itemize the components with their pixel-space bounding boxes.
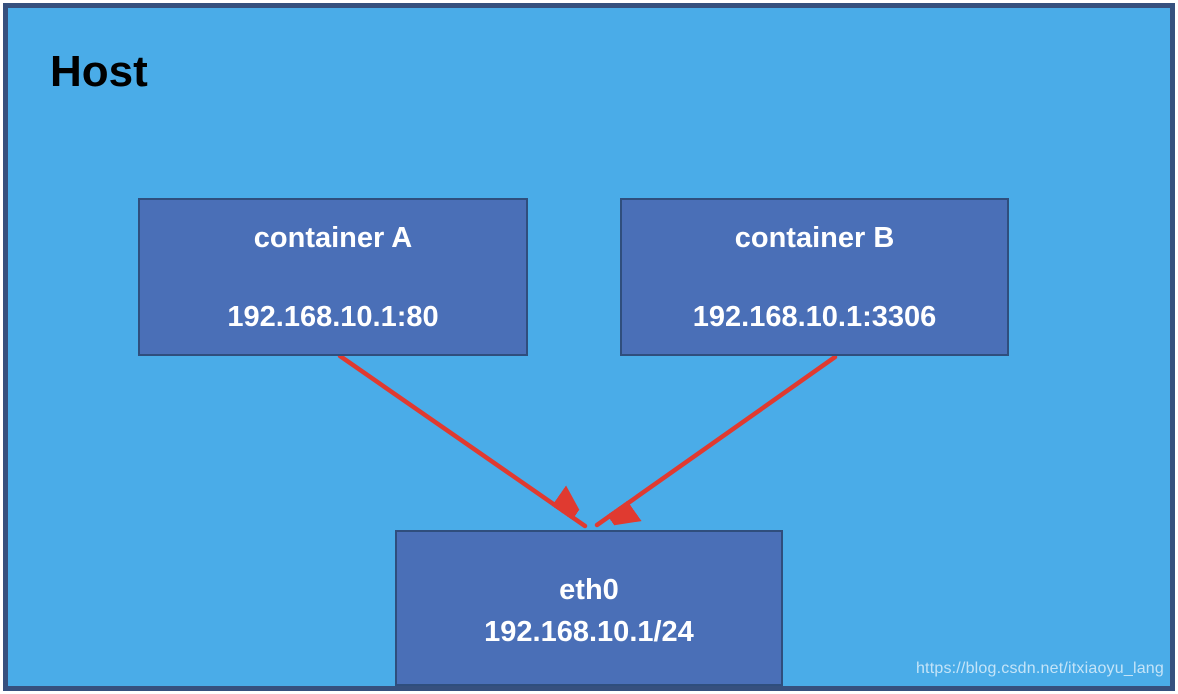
watermark: https://blog.csdn.net/itxiaoyu_lang bbox=[915, 660, 1164, 677]
arrow-container-b-to-eth0 bbox=[594, 354, 838, 525]
node-container-a-address: 192.168.10.1:80 bbox=[227, 300, 439, 333]
node-eth0-title: eth0 bbox=[559, 574, 619, 606]
host-inner-area: Host container A 192.168.10.1:80 contain… bbox=[8, 8, 1170, 686]
host-label: Host bbox=[50, 47, 148, 96]
arrow-container-a-to-eth0 bbox=[337, 353, 588, 529]
node-container-b-title: container B bbox=[734, 221, 895, 254]
node-container-b: container B 192.168.10.1:3306 bbox=[620, 198, 1009, 356]
node-container-a-title: container A bbox=[253, 221, 413, 254]
host-box: Host container A 192.168.10.1:80 contain… bbox=[3, 3, 1175, 691]
node-eth0: eth0 192.168.10.1/24 bbox=[395, 530, 783, 686]
node-container-b-address: 192.168.10.1:3306 bbox=[692, 300, 937, 333]
node-container-a: container A 192.168.10.1:80 bbox=[138, 198, 528, 356]
node-eth0-address: 192.168.10.1/24 bbox=[484, 616, 694, 648]
